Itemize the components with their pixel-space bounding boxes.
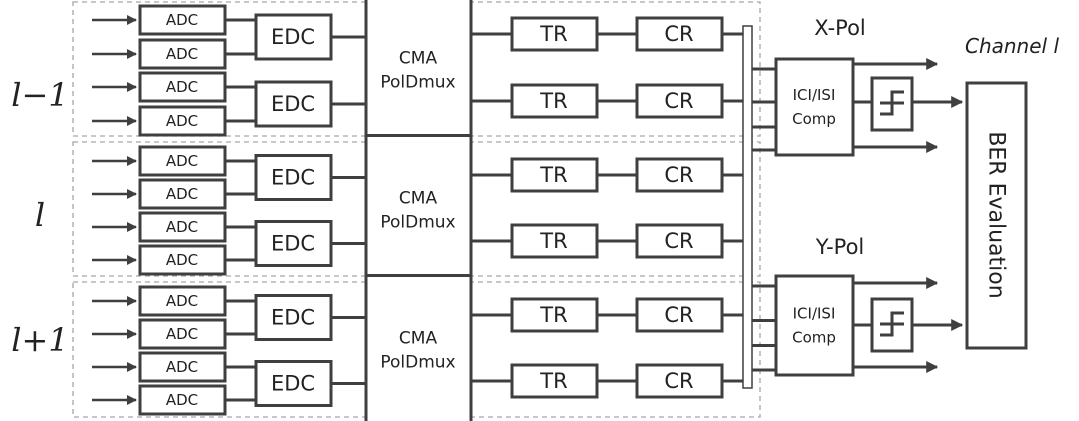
cr-block bbox=[635, 363, 724, 399]
adc-label: ADC bbox=[166, 185, 198, 203]
x-pol-title: X-Pol bbox=[814, 16, 866, 40]
comp-label: Comp bbox=[792, 110, 836, 128]
tr-label: TR bbox=[539, 22, 567, 46]
cr-block bbox=[635, 223, 724, 259]
edc-label: EDC bbox=[271, 25, 315, 49]
edc-label: EDC bbox=[271, 372, 315, 396]
cma-poldmux-block bbox=[364, 274, 473, 421]
ici-isi-label: ICI/ISI bbox=[793, 305, 836, 323]
cma-label: CMA bbox=[399, 189, 438, 209]
ici-isi-comp-block bbox=[774, 274, 855, 377]
edc-label: EDC bbox=[271, 166, 315, 190]
cr-label: CR bbox=[664, 163, 693, 187]
adc-block bbox=[138, 211, 227, 243]
ici-isi-label: ICI/ISI bbox=[793, 86, 836, 104]
tr-label: TR bbox=[539, 303, 567, 327]
tr-label: TR bbox=[539, 163, 567, 187]
cma-label: CMA bbox=[399, 49, 438, 69]
cr-label: CR bbox=[664, 89, 693, 113]
adc-block bbox=[138, 178, 227, 210]
decision-slicer-block bbox=[870, 297, 914, 353]
tr-label: TR bbox=[539, 229, 567, 253]
channel-index-label: l+1 bbox=[11, 321, 68, 359]
channel-label: Channel l bbox=[965, 34, 1059, 58]
cr-block bbox=[635, 83, 724, 119]
cr-label: CR bbox=[664, 229, 693, 253]
tr-block bbox=[510, 16, 599, 52]
ber-evaluation-block bbox=[965, 81, 1028, 350]
ber-evaluation: Channel l BER Evaluation bbox=[965, 34, 1059, 350]
edc-block bbox=[254, 80, 333, 128]
adc-block bbox=[138, 38, 227, 70]
adc-label: ADC bbox=[166, 251, 198, 269]
tr-block bbox=[510, 297, 599, 333]
output-stage: X-PolICI/ISICompY-PolICI/ISICompChannel … bbox=[742, 16, 1059, 389]
cr-label: CR bbox=[664, 22, 693, 46]
edc-label: EDC bbox=[271, 306, 315, 330]
tr-block bbox=[510, 223, 599, 259]
cma-poldmux-block bbox=[364, 134, 473, 287]
bus-bar bbox=[742, 25, 753, 389]
comp-label: Comp bbox=[792, 329, 836, 347]
cr-block bbox=[635, 16, 724, 52]
edc-block bbox=[254, 13, 333, 61]
y-pol-title: Y-Pol bbox=[815, 235, 865, 259]
adc-label: ADC bbox=[166, 292, 198, 310]
poldmux-label: PolDmux bbox=[380, 353, 455, 373]
channel-index-label: l−1 bbox=[11, 76, 68, 114]
edc-label: EDC bbox=[271, 232, 315, 256]
adc-label: ADC bbox=[166, 358, 198, 376]
cr-label: CR bbox=[664, 303, 693, 327]
ber-evaluation-label: BER Evaluation bbox=[984, 131, 1009, 298]
adc-label: ADC bbox=[166, 218, 198, 236]
edc-block bbox=[254, 220, 333, 267]
adc-label: ADC bbox=[166, 112, 198, 130]
cma-label: CMA bbox=[399, 329, 438, 349]
cr-block bbox=[635, 157, 724, 193]
channel-index-label: l bbox=[35, 196, 45, 234]
adc-block bbox=[138, 285, 227, 317]
ici-isi-comp-block bbox=[774, 57, 855, 157]
adc-block bbox=[138, 244, 227, 276]
cr-label: CR bbox=[664, 369, 693, 393]
tr-label: TR bbox=[539, 369, 567, 393]
adc-label: ADC bbox=[166, 11, 198, 29]
adc-label: ADC bbox=[166, 78, 198, 96]
poldmux-label: PolDmux bbox=[380, 213, 455, 233]
adc-label: ADC bbox=[166, 391, 198, 409]
adc-label: ADC bbox=[166, 152, 198, 170]
tr-label: TR bbox=[539, 89, 567, 113]
tr-block bbox=[510, 157, 599, 193]
tr-block bbox=[510, 83, 599, 119]
adc-block bbox=[138, 318, 227, 350]
edc-label: EDC bbox=[271, 92, 315, 116]
poldmux-label: PolDmux bbox=[380, 73, 455, 93]
adc-label: ADC bbox=[166, 45, 198, 63]
adc-label: ADC bbox=[166, 325, 198, 343]
